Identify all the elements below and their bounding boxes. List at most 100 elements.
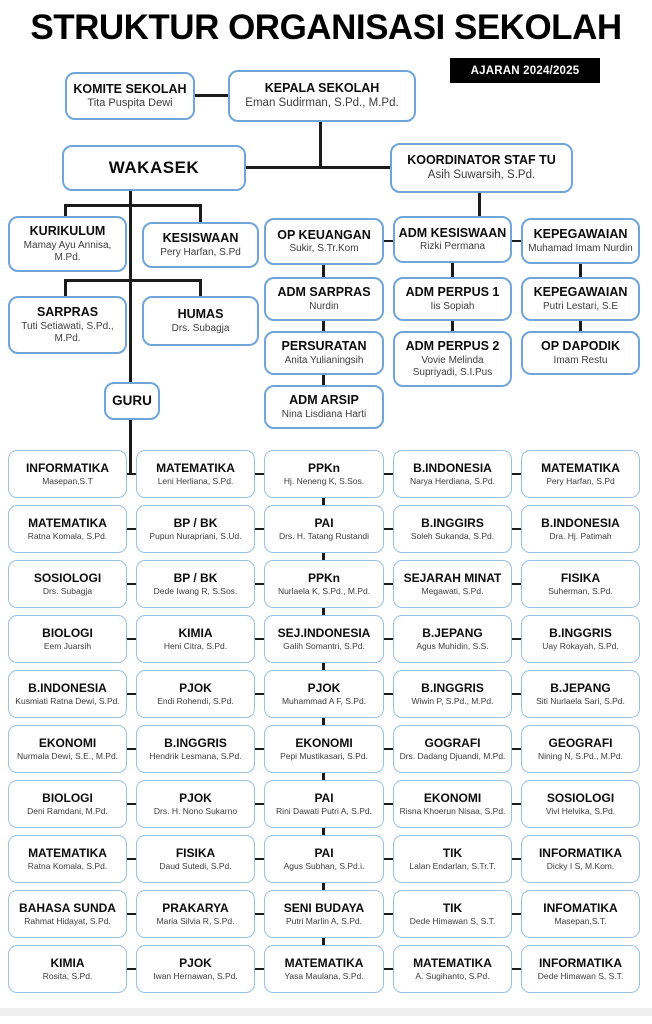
org-box-title: OP KEUANGAN <box>277 227 371 242</box>
teacher-subject: MATEMATIKA <box>28 515 107 530</box>
connector-line <box>64 204 67 217</box>
org-box-kepegawaian-1: KEPEGAWAIAN Muhamad Imam Nurdin <box>521 218 640 264</box>
connector-line <box>255 528 264 530</box>
teacher-name: Masepan,S.T. <box>554 916 607 927</box>
connector-line <box>129 191 132 474</box>
teacher-name: Putri Marlin A, S.Pd. <box>285 916 363 927</box>
org-box-kepegawaian-2: KEPEGAWAIAN Putri Lestari, S.E <box>521 277 640 321</box>
org-box-name: Muhamad Imam Nurdin <box>528 242 633 254</box>
teacher-subject: B.JEPANG <box>422 625 483 640</box>
teacher-name: Pery Harfan, S.Pd <box>546 476 615 487</box>
teacher-name: Yasa Maulana, S.Pd. <box>284 971 364 982</box>
teacher-subject: B.INDONESIA <box>413 460 492 475</box>
teacher-subject: FISIKA <box>175 845 216 860</box>
connector-line <box>512 803 521 805</box>
connector-line <box>127 473 136 475</box>
teacher-name: Hj. Neneng K, S.Sos. <box>283 476 365 487</box>
connector-line <box>255 693 264 695</box>
org-box-name: Nurdin <box>309 300 339 312</box>
teacher-subject: MATEMATIKA <box>156 460 235 475</box>
teacher-subject: INFORMATIKA <box>538 955 623 970</box>
connector-line <box>383 748 393 750</box>
connector-line <box>195 94 228 97</box>
teacher-subject: SENI BUDAYA <box>283 900 365 915</box>
org-box-name: Asih Suwarsih, S.Pd. <box>427 168 536 181</box>
connector-line <box>322 608 325 615</box>
teacher-name: Masepan,S.T <box>42 476 93 487</box>
connector-line <box>127 858 136 860</box>
connector-line <box>512 748 521 750</box>
connector-line <box>322 321 325 331</box>
org-box-persuratan: PERSURATAN Anita Yulianingsih <box>264 331 384 375</box>
teacher-subject: PAI <box>314 790 334 805</box>
teacher-name: Dede Iwang R, S.Sos. <box>153 586 238 597</box>
connector-line <box>246 166 390 169</box>
org-box-title: SARPRAS <box>36 305 99 320</box>
teacher-subject: EKONOMI <box>423 790 482 805</box>
connector-line <box>64 204 202 207</box>
teacher-subject: B.INGGRIS <box>164 735 227 750</box>
teacher-name: Pepi Mustikasari, S.Pd. <box>280 751 368 762</box>
connector-line <box>322 938 325 945</box>
connector-line <box>322 773 325 780</box>
teacher-subject: PJOK <box>179 680 212 695</box>
connector-line <box>322 553 325 560</box>
teacher-name: Dra. Hj. Patimah <box>549 531 612 542</box>
teacher-subject: SEJ.INDONESIA <box>277 625 371 640</box>
teacher-name: Nining N, S.Pd., M.Pd. <box>537 751 624 762</box>
connector-line <box>383 583 393 585</box>
org-box-name: Tita Puspita Dewi <box>87 97 173 110</box>
connector-line <box>322 828 325 835</box>
teacher-subject: PAI <box>314 845 334 860</box>
teacher-name: Hendrik Lesmana, S.Pd. <box>149 751 242 762</box>
teacher-name: Drs. Subagja <box>42 586 93 597</box>
teacher-name: Maria Silvia R, S.Pd. <box>156 916 235 927</box>
org-box-name: Iis Sopiah <box>430 300 475 312</box>
teacher-name: Muhammad A F, S.Pd. <box>281 696 367 707</box>
connector-line <box>127 748 136 750</box>
teacher-subject: BP / BK <box>173 570 218 585</box>
connector-line <box>255 913 264 915</box>
teacher-name: Suherman, S.Pd. <box>548 586 613 597</box>
org-box-name: Sukir, S.Tr.Kom <box>289 243 359 255</box>
teacher-name: A. Sugihanto, S.Pd. <box>415 971 490 982</box>
org-box-humas: HUMAS Drs. Subagja <box>142 296 259 346</box>
connector-line <box>512 240 521 242</box>
connector-line <box>127 913 136 915</box>
org-box-title: KEPALA SEKOLAH <box>264 81 380 96</box>
org-box-name: Tuti Setiawati, S.Pd., M.Pd. <box>21 320 114 344</box>
org-box-op-dapodik: OP DAPODIK Imam Restu <box>521 331 640 375</box>
connector-line <box>383 913 393 915</box>
school-year-badge: AJARAN 2024/2025 <box>450 58 600 83</box>
org-box-title: HUMAS <box>177 307 224 322</box>
org-box-title: ADM SARPRAS <box>277 285 371 300</box>
connector-line <box>322 498 325 505</box>
teacher-subject: INFORMATIKA <box>25 460 110 475</box>
teacher-subject: B.INDONESIA <box>541 515 620 530</box>
teacher-subject: B.JEPANG <box>550 680 611 695</box>
org-box-name: Pery Harfan, S.Pd <box>160 246 241 258</box>
teacher-subject: PRAKARYA <box>162 900 229 915</box>
teacher-subject: INFOMATIKA <box>543 900 618 915</box>
connector-line <box>322 663 325 670</box>
connector-line <box>319 122 322 169</box>
org-box-kepala-sekolah: KEPALA SEKOLAH Eman Sudirman, S.Pd., M.P… <box>228 70 416 122</box>
org-box-name: Nina Lisdiana Harti <box>281 408 367 420</box>
teacher-subject: MATEMATIKA <box>284 955 364 970</box>
